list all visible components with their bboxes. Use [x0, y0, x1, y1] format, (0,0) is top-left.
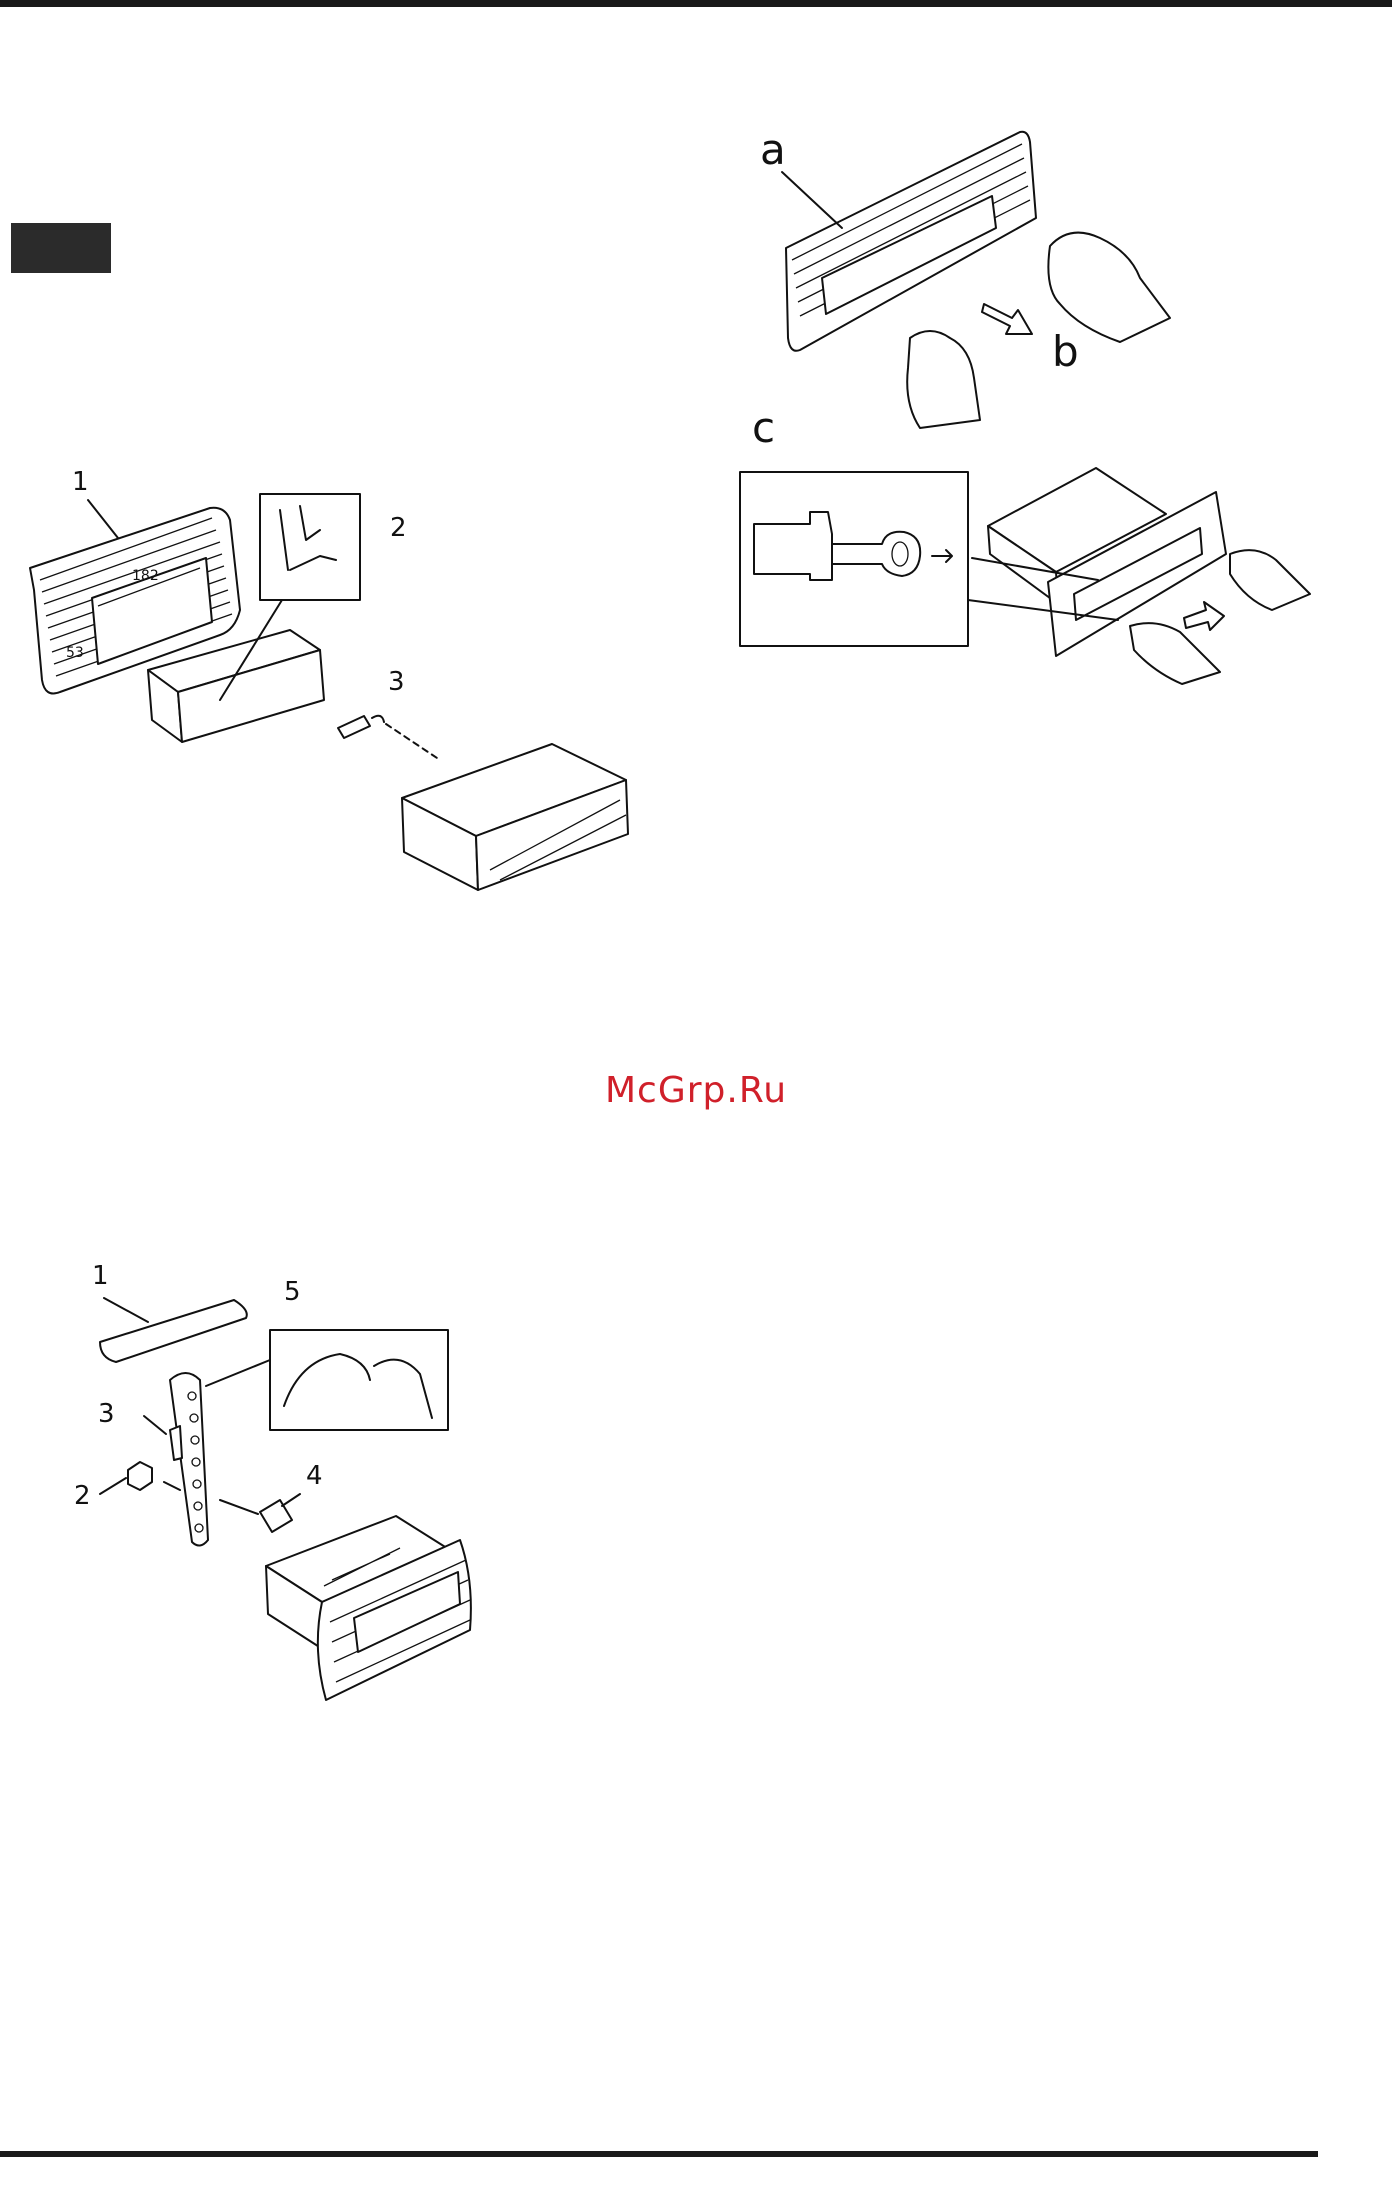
label-5-rear: 5: [284, 1277, 301, 1307]
key-inset: [740, 472, 968, 646]
figure-removal-key: c: [736, 404, 1326, 704]
bracket-plate: [100, 1298, 247, 1362]
figure-mounting: 1 2 3 182 53: [20, 460, 660, 920]
watermark: McGrp.Ru: [0, 1070, 1392, 1111]
dimension-width: 182: [132, 568, 159, 584]
pull-arrow: [982, 304, 1032, 334]
hand-right: [1048, 233, 1170, 342]
label-1-rear: 1: [92, 1261, 109, 1291]
bottom-rule: [0, 2151, 1318, 2157]
label-2: 2: [390, 513, 407, 543]
label-4-rear: 4: [306, 1461, 323, 1491]
nut: [100, 1462, 180, 1494]
label-c: c: [752, 403, 775, 452]
screw-pin: [338, 716, 440, 760]
pull-arrow-c: [1184, 602, 1224, 630]
section-tab-marker: [11, 223, 111, 273]
bolt: [220, 1494, 300, 1532]
label-2-rear: 2: [74, 1481, 91, 1511]
radio-unit: [402, 744, 628, 890]
radio-chassis: [266, 1516, 471, 1700]
label-3-rear: 3: [98, 1399, 115, 1429]
label-a: a: [760, 125, 786, 174]
label-1: 1: [72, 467, 89, 497]
figure-rear-mount: 1 5 3 2 4: [70, 1250, 550, 1730]
dimension-height: 53: [66, 645, 84, 661]
label-3: 3: [388, 667, 405, 697]
label-b: b: [1052, 327, 1079, 376]
top-rule: [0, 0, 1392, 7]
detail-inset: [206, 1330, 448, 1430]
